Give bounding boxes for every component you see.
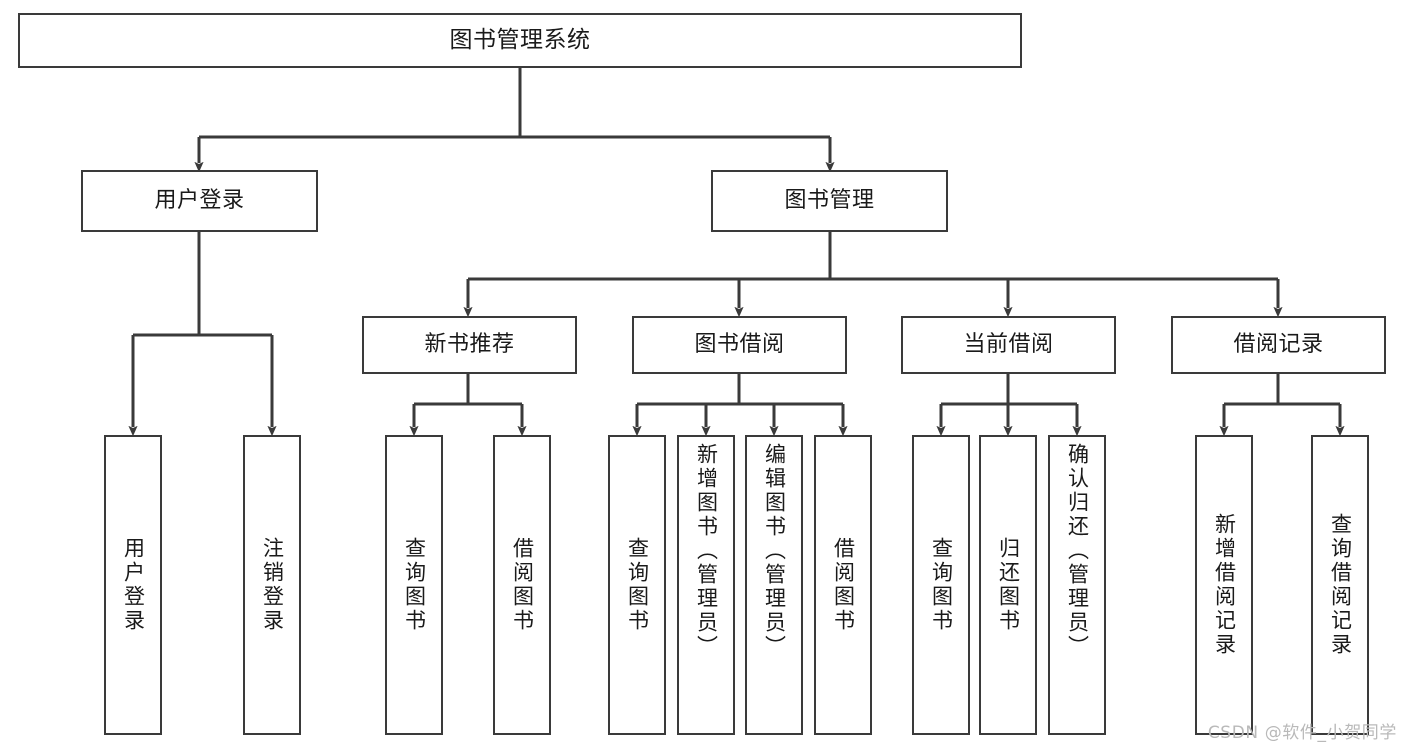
node-leaf-edit-book-label: 编辑图书（管理员）: [762, 443, 787, 659]
node-leaf-query-record-label: 查询借阅记录: [1328, 513, 1353, 657]
node-leaf-query-book-2[interactable]: 查询图书: [608, 435, 666, 735]
node-leaf-confirm-return[interactable]: 确认归还（管理员）: [1048, 435, 1106, 735]
node-user-login-label: 用户登录: [154, 187, 245, 213]
node-borrow-record-label: 借阅记录: [1233, 331, 1324, 357]
node-leaf-user-login[interactable]: 用户登录: [104, 435, 162, 735]
node-leaf-query-book-1-label: 查询图书: [402, 537, 427, 633]
node-leaf-return-book[interactable]: 归还图书: [979, 435, 1037, 735]
node-leaf-add-record[interactable]: 新增借阅记录: [1195, 435, 1253, 735]
node-leaf-query-record[interactable]: 查询借阅记录: [1311, 435, 1369, 735]
node-current-borrow-label: 当前借阅: [963, 331, 1054, 357]
node-leaf-borrow-book-2[interactable]: 借阅图书: [814, 435, 872, 735]
node-book-borrow[interactable]: 图书借阅: [632, 316, 847, 374]
csdn-watermark: CSDN @软件_小贺同学: [1207, 723, 1397, 743]
node-leaf-borrow-book-1[interactable]: 借阅图书: [493, 435, 551, 735]
node-leaf-query-book-3-label: 查询图书: [929, 537, 954, 633]
node-leaf-add-book-label: 新增图书（管理员）: [694, 443, 719, 659]
node-root[interactable]: 图书管理系统: [18, 13, 1022, 68]
node-current-borrow[interactable]: 当前借阅: [901, 316, 1116, 374]
node-user-login[interactable]: 用户登录: [81, 170, 318, 232]
node-leaf-add-record-label: 新增借阅记录: [1212, 513, 1237, 657]
node-leaf-query-book-2-label: 查询图书: [625, 537, 650, 633]
node-leaf-add-book[interactable]: 新增图书（管理员）: [677, 435, 735, 735]
node-leaf-query-book-3[interactable]: 查询图书: [912, 435, 970, 735]
node-book-manage[interactable]: 图书管理: [711, 170, 948, 232]
node-leaf-logout[interactable]: 注销登录: [243, 435, 301, 735]
node-leaf-return-book-label: 归还图书: [996, 537, 1021, 633]
node-leaf-logout-label: 注销登录: [260, 537, 285, 633]
node-book-manage-label: 图书管理: [784, 187, 875, 213]
node-leaf-user-login-label: 用户登录: [121, 537, 146, 633]
node-book-borrow-label: 图书借阅: [694, 331, 785, 357]
node-new-book-recommend-label: 新书推荐: [424, 331, 515, 357]
node-new-book-recommend[interactable]: 新书推荐: [362, 316, 577, 374]
node-leaf-query-book-1[interactable]: 查询图书: [385, 435, 443, 735]
node-leaf-edit-book[interactable]: 编辑图书（管理员）: [745, 435, 803, 735]
node-leaf-borrow-book-1-label: 借阅图书: [510, 537, 535, 633]
node-root-label: 图书管理系统: [449, 26, 591, 53]
node-borrow-record[interactable]: 借阅记录: [1171, 316, 1386, 374]
node-leaf-borrow-book-2-label: 借阅图书: [831, 537, 856, 633]
node-leaf-confirm-return-label: 确认归还（管理员）: [1065, 443, 1090, 659]
